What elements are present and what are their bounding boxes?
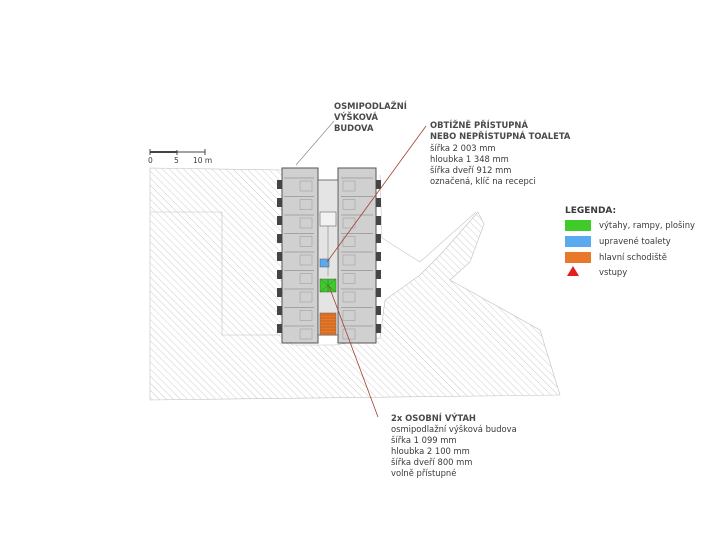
window-mark [277,216,282,225]
room-cell [342,254,356,266]
leader-lines [295,120,427,418]
window-mark [277,198,282,207]
room-cell [342,236,356,247]
legend-title: LEGENDA: [565,206,617,216]
legend-entrance-triangle [567,266,579,276]
legend-swatch-green [565,220,591,231]
window-mark [277,288,282,297]
window-mark [277,324,282,333]
legend-swatch-orange [565,252,591,263]
legend-label-entrances: vstupy [599,267,628,277]
window-mark [376,306,381,315]
scale-bar [149,149,206,155]
room-cell [299,273,313,284]
window-mark [376,234,381,243]
room-cell [342,310,356,321]
room-cell [299,199,313,210]
room-cell [299,328,313,340]
room-cell [299,180,313,192]
toilet-title-line-1: OBTÍŽNĚ PŘÍSTUPNÁ [430,120,528,130]
window-mark [376,270,381,279]
elevator-detail-door: šířka dveří 800 mm [391,457,473,467]
room-cell [299,291,313,303]
window-mark [277,234,282,243]
elevator-detail-building: osmipodlažní výšková budova [391,424,517,434]
toilet-detail-door: šířka dveří 912 mm [430,165,512,175]
right-wing [337,167,377,344]
room-cell [342,273,356,284]
building [277,167,381,344]
window-mark [376,252,381,261]
room-cell [342,199,356,210]
window-mark [376,216,381,225]
toilet-detail-width: šířka 2 003 mm [430,143,496,153]
accessible-toilet-area [319,258,330,268]
scale-label-5: 5 [174,156,179,165]
scale-label-0: 0 [148,156,153,165]
room-cell [342,180,356,192]
window-mark [277,180,282,189]
elevator-detail-access: volně přístupné [391,468,457,478]
room-cell [342,291,356,303]
room-cell [299,217,313,229]
window-mark [376,180,381,189]
toilet-detail-note: označená, klíč na recepci [430,176,536,186]
window-mark [376,324,381,333]
elevator-detail-depth: hloubka 2 100 mm [391,446,470,456]
toilet-title-line-2: NEBO NEPŘÍSTUPNÁ TOALETA [430,131,571,141]
elevator-title: 2x OSOBNÍ VÝTAH [391,413,476,423]
building-label-line-2: VÝŠKOVÁ [334,112,378,122]
room-cell [299,310,313,321]
legend-swatch-blue [565,236,591,247]
legend-label-stairs: hlavní schodiště [599,252,667,262]
window-mark [277,270,282,279]
scale-label-10m: 10 m [193,156,213,165]
legend-label-elevators: výtahy, rampy, plošiny [599,220,695,230]
legend-label-toilets: upravené toalety [599,236,671,246]
building-label-line-3: BUDOVA [334,123,374,133]
window-mark [376,198,381,207]
room-cell [299,236,313,247]
toilet-detail-depth: hloubka 1 348 mm [430,154,509,164]
room-cell [299,254,313,266]
window-mark [376,288,381,297]
window-mark [277,306,282,315]
elevator-detail-width: šířka 1 099 mm [391,435,457,445]
window-mark [277,252,282,261]
building-label-line-1: OSMIPODLAŽNÍ [334,101,407,111]
